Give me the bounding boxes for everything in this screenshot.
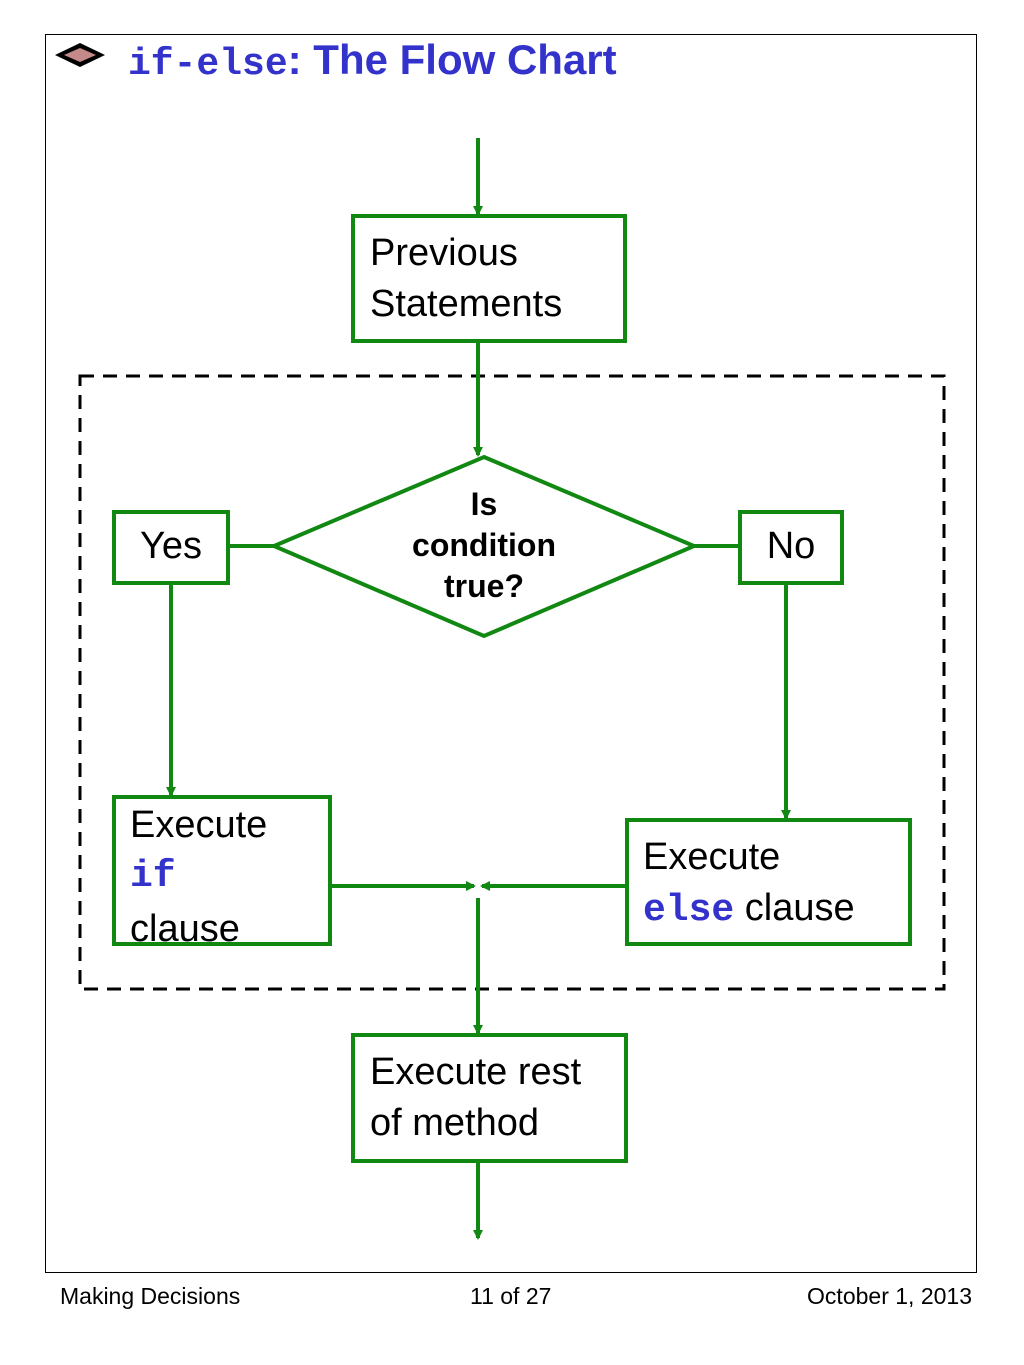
footer-left: Making Decisions: [60, 1283, 241, 1309]
decision-line2: condition: [412, 527, 556, 563]
if-line3: clause: [130, 908, 240, 950]
decision-line1: Is: [470, 486, 498, 522]
execute-rest-box: Execute rest of method: [351, 1033, 628, 1163]
if-line1: Execute: [130, 804, 268, 846]
previous-statements-box: Previous Statements: [351, 214, 627, 343]
slide-frame: [45, 34, 977, 1273]
decision-label: Is condition true?: [384, 484, 584, 607]
diamond-bullet-icon: [55, 43, 105, 67]
else-line2-rest: clause: [734, 887, 855, 929]
slide-title: if-else: The Flow Chart: [128, 36, 617, 86]
title-code: if-else: [128, 43, 288, 86]
rest-line1: Execute rest: [370, 1051, 582, 1093]
else-line1: Execute: [643, 836, 781, 878]
no-box: No: [738, 510, 844, 585]
execute-if-box: Execute if clause: [112, 795, 332, 950]
yes-box: Yes: [112, 510, 230, 585]
else-keyword: else: [643, 889, 735, 932]
execute-else-box: Execute else clause: [625, 818, 912, 946]
if-else-region: [78, 374, 946, 991]
yes-label: Yes: [140, 525, 202, 567]
title-text: : The Flow Chart: [287, 36, 617, 83]
previous-line2: Statements: [370, 283, 563, 325]
no-label: No: [766, 525, 816, 567]
decision-diamond: [268, 454, 700, 639]
rest-line2: of method: [370, 1102, 539, 1144]
decision-line3: true?: [444, 568, 524, 604]
previous-line1: Previous: [370, 232, 518, 274]
footer-page-number: 11 of 27: [470, 1283, 552, 1309]
if-keyword: if: [130, 855, 176, 898]
footer-date: October 1, 2013: [807, 1283, 972, 1309]
else-line2: else clause: [643, 883, 908, 936]
